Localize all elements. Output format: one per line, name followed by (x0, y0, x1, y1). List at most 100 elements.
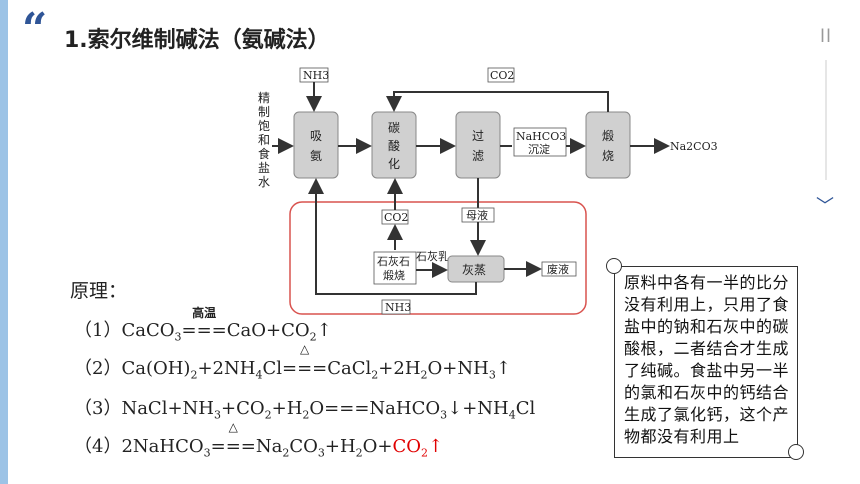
nahco3-label: NaHCO3 (516, 130, 566, 143)
feed-char: 食 (258, 146, 270, 161)
co2-top-label: CO2 (490, 69, 514, 82)
eq-highlight: CO (392, 436, 422, 457)
eq-text: +H (324, 436, 356, 457)
eq-sub: 2 (420, 368, 428, 382)
waste-label: 废液 (547, 262, 569, 276)
nh3-top-label: NH3 (303, 69, 329, 82)
eq-sub: 3 (488, 368, 496, 382)
eq-text: Ca(OH) (121, 358, 191, 379)
absorb-ammonia-box (293, 111, 339, 179)
eq-text: NaCl+NH (121, 398, 214, 419)
eq-sub: 2 (190, 368, 198, 382)
eq-condition: △ (299, 342, 310, 356)
eq-sub: 3 (317, 446, 325, 460)
scroll-curl-icon (606, 258, 622, 274)
equation-2: （2）Ca(OH)2+2NH4Cl△===CaCl2+2H2O+NH3↑ (74, 342, 511, 382)
eq-text: ↓+NH (447, 398, 509, 419)
eq-number: （1） (74, 320, 122, 341)
left-accent-bar (0, 0, 8, 484)
eq-text: +2H (378, 358, 421, 379)
eq-text: +CO (221, 398, 265, 419)
eq-condition: 高温 (192, 306, 217, 320)
side-scroll-track (825, 60, 827, 180)
feed-char: 制 (258, 105, 270, 119)
co2-recycle-arrow (386, 91, 609, 112)
mother-liquor-label: 母液 (466, 208, 488, 222)
ash-steam-label: 灰蒸 (462, 263, 486, 277)
limestone-label: 石灰石 (377, 254, 410, 268)
calcine-box (585, 111, 631, 179)
co2-top-box (487, 67, 515, 83)
eq-text: O+NH (427, 358, 489, 379)
carbonation-label: 化 (388, 157, 400, 171)
note-box (614, 266, 798, 458)
chevron-down-icon[interactable]: ﹀ (816, 196, 834, 217)
feed-label: 精 制 饱 和 食 盐 水 (258, 91, 270, 189)
eq-sub: 3 (174, 330, 182, 344)
feed-char: 盐 (258, 161, 270, 175)
eq-sub: 2 (309, 330, 317, 344)
filter-label: 过 (472, 129, 484, 143)
filter-label: 滤 (472, 149, 484, 163)
quote-mark-icon: “ (22, 4, 48, 55)
eq-text: +2NH (197, 358, 256, 379)
na2co3-label: Na2CO3 (670, 140, 718, 153)
eq-sign: === (181, 320, 227, 341)
eq-text: Cl (515, 398, 536, 419)
equation-3: （3）NaCl+NH3+CO2+H2O===NaHCO3↓+NH4Cl (74, 394, 535, 422)
feed-char: 精 (258, 91, 270, 105)
calcine-label: 煅 (602, 128, 614, 143)
pause-icon[interactable]: ll (820, 26, 833, 47)
carbonation-label: 酸 (388, 138, 400, 153)
precip-label: 沉淀 (528, 142, 550, 156)
scroll-curl-icon (788, 444, 804, 460)
eq-number: （4） (74, 436, 122, 457)
feed-char: 水 (258, 175, 270, 189)
nh3-bottom-label: NH3 (385, 301, 411, 314)
eq-number: （2） (74, 358, 122, 379)
principle-label: 原理： (70, 280, 128, 302)
eq-highlight-sub: 2 (421, 446, 429, 460)
eq-text: Cl (262, 358, 282, 379)
calcine-label: 烧 (602, 149, 614, 163)
eq-text: CaCO (121, 320, 175, 341)
eq-sub: 4 (508, 408, 516, 422)
eq-sub: 2 (355, 446, 363, 460)
absorb-label: 吸 (310, 129, 322, 143)
nh3-bottom-box (381, 299, 411, 315)
eq-sub: 3 (214, 408, 221, 422)
equation-1: （1）CaCO3 高温===CaO+CO2↑ (74, 306, 332, 344)
eq-highlight: ↑ (428, 436, 444, 457)
eq-text: ↑ (316, 320, 332, 341)
eq-text: CaO+CO (226, 320, 310, 341)
carbonation-label: 碳 (388, 121, 400, 135)
feed-char: 饱 (258, 118, 270, 133)
eq-text: ↑ (495, 358, 511, 379)
slide-title: 1.索尔维制碱法（氨碱法） (64, 28, 330, 53)
limestone-box (373, 251, 417, 285)
co2-mid-label: CO2 (384, 211, 408, 224)
eq-text: Na (255, 436, 283, 457)
nahco3-box (513, 127, 567, 157)
eq-sub: 3 (203, 446, 211, 460)
eq-text: 2NaHCO (121, 436, 204, 457)
equation-4: （4）2NaHCO3△===Na2CO3+H2O+CO2↑ (74, 420, 444, 460)
eq-sub: 2 (282, 446, 290, 460)
note-text: 原料中各有一半的比分没有利用上，只用了食盐中的钠和石灰中的碳酸根，二者结合才生成… (624, 273, 790, 446)
eq-text: O+ (362, 436, 393, 457)
eq-sub: 2 (264, 408, 272, 422)
process-flow-diagram: 精 制 饱 和 食 盐 水 吸 氨 NH3 碳 酸 化 过 滤 NaHCO3 沉… (258, 67, 718, 315)
eq-sub: 4 (255, 368, 263, 382)
absorb-label: 氨 (310, 149, 322, 163)
eq-sign: === (210, 436, 256, 457)
eq-sign: === (281, 358, 328, 379)
lime-milk-label: 石灰乳 (416, 249, 449, 263)
eq-text: O===NaHCO (309, 398, 441, 419)
eq-sub: 3 (440, 408, 448, 422)
eq-sub: 2 (371, 368, 379, 382)
eq-condition: △ (228, 420, 238, 434)
note-scroll: 原料中各有一半的比分没有利用上，只用了食盐中的钠和石灰中的碳酸根，二者结合才生成… (606, 258, 804, 460)
recovery-region (289, 201, 587, 315)
eq-sub: 2 (302, 408, 310, 422)
waste-box (541, 261, 577, 277)
